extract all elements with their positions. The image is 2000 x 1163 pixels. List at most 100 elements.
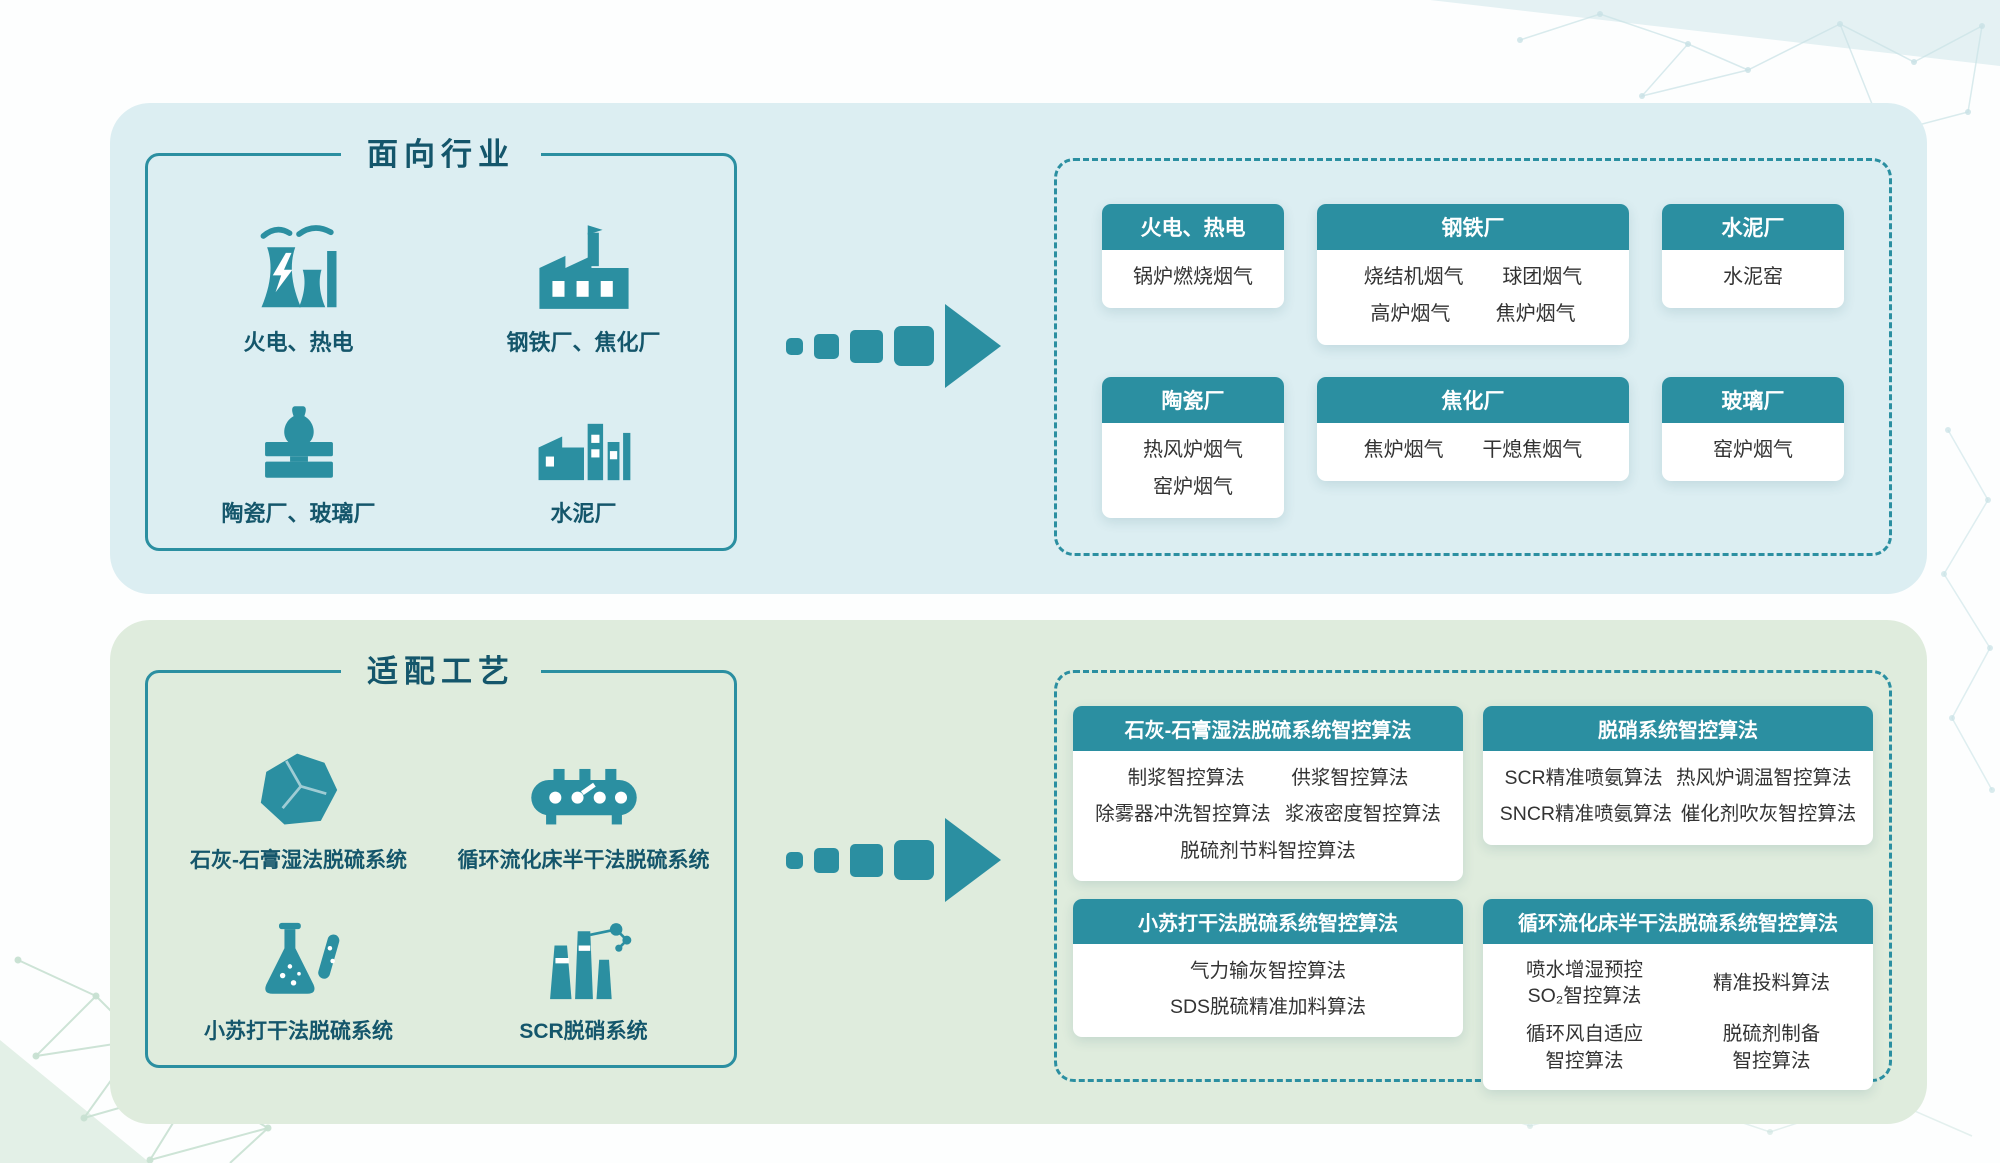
card-item: 制浆智控算法: [1127, 767, 1245, 789]
industry-label: 水泥厂: [550, 501, 617, 526]
flue-gas-sources-box: 火电、热电 锅炉燃烧烟气 钢铁厂 烧结机烟气 球团烟气 高炉烟气: [1054, 158, 1892, 556]
card-item: 锅炉燃烧烟气: [1133, 266, 1253, 288]
card-header: 小苏打干法脱硫系统智控算法: [1073, 898, 1463, 944]
card-body: 焦炉烟气 干熄焦烟气: [1317, 423, 1629, 481]
card-steel-plant: 钢铁厂 烧结机烟气 球团烟气 高炉烟气 焦炉烟气: [1317, 204, 1629, 345]
card-body: 热风炉烟气 窑炉烟气: [1102, 423, 1284, 518]
arrow-square: [814, 847, 839, 873]
industry-cement: 水泥厂: [441, 357, 726, 528]
algorithm-cards: 石灰-石膏湿法脱硫系统智控算法 制浆智控算法 供浆智控算法 除雾器冲洗智控算法 …: [1057, 673, 1889, 1123]
card-body: 锅炉燃烧烟气: [1102, 250, 1284, 308]
industry-label: 火电、热电: [243, 330, 354, 355]
card-body: SCR精准喷氨算法 热风炉调温智控算法 SNCR精准喷氨算法 催化剂吹灰智控算法: [1483, 751, 1873, 845]
card-coking-plant: 焦化厂 焦炉烟气 干熄焦烟气: [1317, 377, 1629, 481]
card-item: 浆液密度智控算法: [1284, 803, 1441, 826]
algorithms-box: 石灰-石膏湿法脱硫系统智控算法 制浆智控算法 供浆智控算法 除雾器冲洗智控算法 …: [1054, 670, 1892, 1091]
card-body: 喷水增湿预控 SO₂智控算法 精准投料算法 循环风自适应 智控算法 脱硫剂制备 …: [1483, 944, 1873, 1090]
card-item: 热风炉调温智控算法: [1676, 767, 1852, 789]
arrow-head-icon: [945, 818, 1001, 902]
card-item: SDS脱硫精准加料算法: [1169, 996, 1367, 1019]
scr-tower-icon: [534, 907, 634, 1001]
processes-icon-grid: 石灰-石膏湿法脱硫系统: [148, 673, 734, 1065]
card-denox-algorithms: 脱硝系统智控算法 SCR精准喷氨算法 热风炉调温智控算法 SNCR精准喷氨算法 …: [1483, 706, 1873, 845]
card-header: 循环流化床半干法脱硫系统智控算法: [1483, 898, 1873, 944]
card-body: 烧结机烟气 球团烟气 高炉烟气 焦炉烟气: [1317, 250, 1629, 345]
arrow-square: [786, 337, 803, 355]
card-ceramics-plant: 陶瓷厂 热风炉烟气 窑炉烟气: [1102, 377, 1284, 518]
card-wet-fgd-algorithms: 石灰-石膏湿法脱硫系统智控算法 制浆智控算法 供浆智控算法 除雾器冲洗智控算法 …: [1073, 706, 1463, 881]
card-item: 催化剂吹灰智控算法: [1680, 803, 1857, 826]
arrow-square: [850, 329, 883, 363]
card-header: 水泥厂: [1662, 204, 1844, 250]
fluidized-bed-icon: [525, 736, 643, 830]
industries-box: 面向行业: [145, 132, 737, 551]
card-item: 喷水增湿预控 SO₂智控算法: [1525, 958, 1643, 1008]
cement-plant-icon: [533, 388, 635, 482]
card-item: 球团烟气: [1502, 266, 1583, 288]
card-item: 除雾器冲洗智控算法: [1095, 803, 1271, 826]
process-wet-fgd: 石灰-石膏湿法脱硫系统: [156, 703, 441, 874]
card-item: 气力输灰智控算法: [1189, 959, 1346, 982]
process-cfb-semidry: 循环流化床半干法脱硫系统: [441, 703, 726, 874]
card-item: 精准投料算法: [1712, 971, 1830, 994]
process-label: 小苏打干法脱硫系统: [204, 1020, 393, 1043]
card-item: 水泥窑: [1723, 266, 1783, 288]
card-item: SNCR精准喷氨算法: [1499, 803, 1672, 826]
card-item: 脱硫剂节料智控算法: [1180, 839, 1356, 862]
flow-arrow-industries: [786, 303, 1001, 389]
process-scr-denox: SCR脱硝系统: [441, 874, 726, 1045]
card-cement-plant: 水泥厂 水泥窑: [1662, 204, 1844, 308]
card-body: 制浆智控算法 供浆智控算法 除雾器冲洗智控算法 浆液密度智控算法 脱硫剂节料智控…: [1073, 751, 1463, 881]
card-item: 焦炉烟气: [1363, 439, 1444, 461]
processes-panel: 适配工艺 石灰-石膏湿法脱硫系统: [110, 620, 1927, 1124]
industry-steel-coking: 钢铁厂、焦化厂: [441, 186, 726, 357]
card-body: 窑炉烟气: [1662, 423, 1844, 481]
steel-plant-icon: [532, 217, 636, 311]
industries-panel: 面向行业: [110, 103, 1927, 594]
mesh-right-middle: [1943, 429, 1993, 791]
flue-gas-cards: 火电、热电 锅炉燃烧烟气 钢铁厂 烧结机烟气 球团烟气 高炉烟气: [1057, 161, 1889, 561]
card-header: 火电、热电: [1102, 204, 1284, 250]
process-sds-dry: 小苏打干法脱硫系统: [156, 874, 441, 1045]
processes-box: 适配工艺 石灰-石膏湿法脱硫系统: [145, 649, 737, 1068]
flow-arrow-processes: [786, 817, 1001, 903]
industry-thermal-power: 火电、热电: [156, 186, 441, 357]
card-item: 焦炉烟气: [1495, 303, 1576, 325]
card-item: 干熄焦烟气: [1482, 439, 1583, 461]
card-header: 脱硝系统智控算法: [1483, 706, 1873, 751]
process-label: SCR脱硝系统: [519, 1020, 648, 1043]
industry-ceramics-glass: 陶瓷厂、玻璃厂: [156, 357, 441, 528]
arrow-square: [894, 840, 934, 880]
process-label: 循环流化床半干法脱硫系统: [457, 849, 710, 872]
arrow-square: [850, 843, 883, 877]
industry-label: 钢铁厂、焦化厂: [506, 330, 661, 355]
card-header: 陶瓷厂: [1102, 377, 1284, 423]
industries-title: 面向行业: [341, 132, 541, 178]
card-header: 玻璃厂: [1662, 377, 1844, 423]
industry-label: 陶瓷厂、玻璃厂: [221, 501, 376, 526]
card-header: 钢铁厂: [1317, 204, 1629, 250]
card-sds-algorithms: 小苏打干法脱硫系统智控算法 气力输灰智控算法 SDS脱硫精准加料算法: [1073, 898, 1463, 1038]
power-plant-icon: [246, 217, 352, 311]
card-body: 水泥窑: [1662, 250, 1844, 308]
card-item: 循环风自适应 智控算法: [1525, 1023, 1643, 1072]
card-item: 热风炉烟气: [1143, 439, 1243, 461]
arrow-square: [894, 326, 934, 366]
arrow-head-icon: [945, 304, 1001, 388]
process-label: 石灰-石膏湿法脱硫系统: [190, 849, 407, 872]
arrow-square: [814, 333, 839, 359]
industries-icon-grid: 火电、热电: [148, 156, 734, 548]
card-item: 高炉烟气: [1370, 303, 1451, 325]
processes-title: 适配工艺: [341, 649, 541, 695]
card-glass-plant: 玻璃厂 窑炉烟气: [1662, 377, 1844, 481]
card-cfb-algorithms: 循环流化床半干法脱硫系统智控算法 喷水增湿预控 SO₂智控算法 精准投料算法 循…: [1483, 898, 1873, 1091]
card-body: 气力输灰智控算法 SDS脱硫精准加料算法: [1073, 944, 1463, 1038]
card-header: 石灰-石膏湿法脱硫系统智控算法: [1073, 706, 1463, 751]
card-thermal-power: 火电、热电 锅炉燃烧烟气: [1102, 204, 1284, 308]
card-item: 供浆智控算法: [1291, 767, 1409, 789]
limestone-rock-icon: [253, 736, 345, 830]
flask-icon: [248, 907, 350, 1001]
card-item: 窑炉烟气: [1713, 439, 1793, 461]
ceramics-kiln-icon: [249, 388, 349, 482]
card-item: 窑炉烟气: [1153, 476, 1233, 498]
